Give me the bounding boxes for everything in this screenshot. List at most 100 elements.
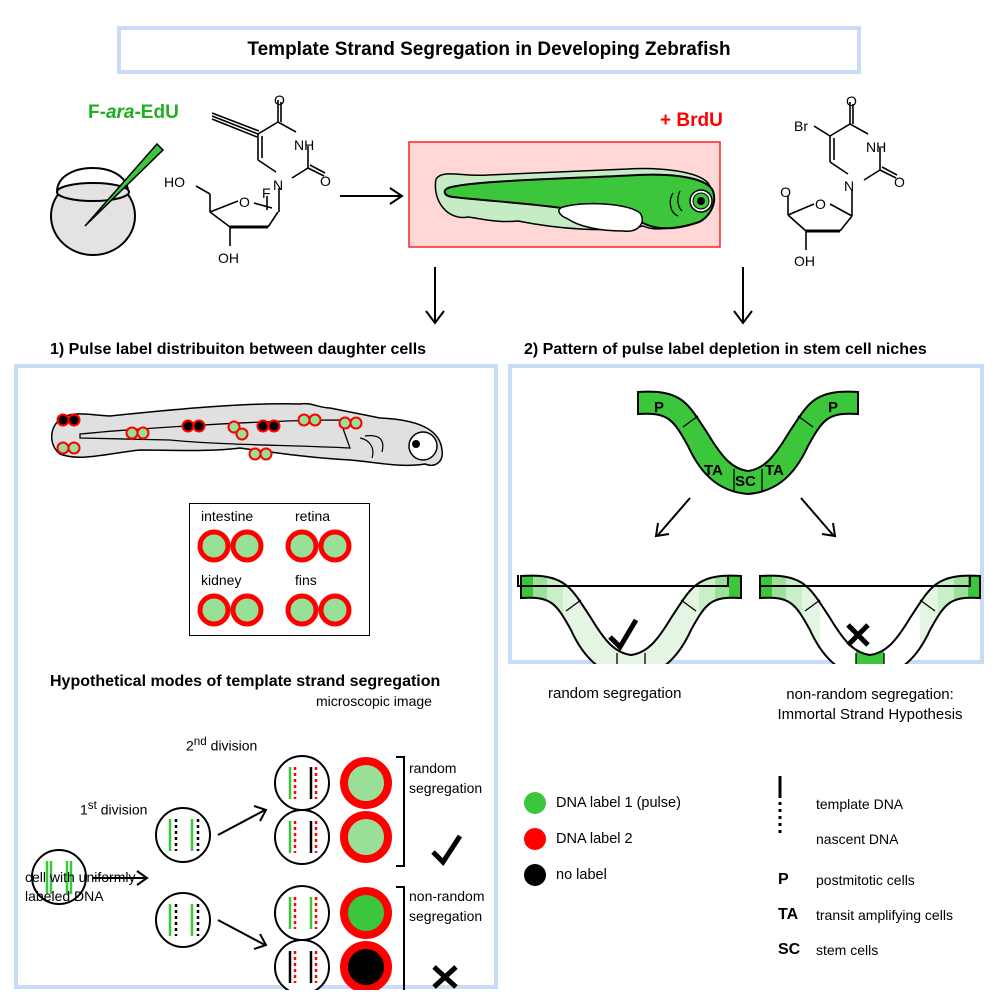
cell: [274, 755, 330, 811]
edu-label-prefix: F-: [88, 102, 106, 123]
niche-segment: [954, 575, 968, 664]
division-arrows: [93, 805, 268, 950]
legend-item-label1: DNA label 1 (pulse): [524, 785, 681, 821]
legend-label: DNA label 2: [556, 831, 633, 847]
legend-label: no label: [556, 867, 607, 883]
niche-segment: [772, 575, 786, 664]
brdu-structure: Br O NH O N HO O OH: [780, 93, 905, 268]
niche-initial: P P TA SC TA: [637, 390, 859, 496]
abbr-meaning: postmitotic cells: [816, 871, 915, 888]
niche-segment: [521, 575, 533, 664]
labeled-cell: [56, 413, 70, 427]
svg-text:OH: OH: [218, 250, 239, 266]
random-caption: random segregation: [548, 685, 682, 702]
niche-nonrandom: [759, 574, 981, 664]
labeled-cell: [227, 420, 241, 434]
labeled-cell: [56, 441, 70, 455]
abbr: SC: [778, 940, 801, 958]
labeled-cell: [349, 416, 363, 430]
labeled-cell: [338, 416, 352, 430]
svg-text:Br: Br: [794, 118, 808, 134]
second-division-text: division: [206, 737, 258, 754]
nonrandom-caption: non-random segregation: Immortal Strand …: [770, 685, 970, 725]
daughter-cell: [285, 593, 319, 627]
red-dot-icon: [524, 828, 546, 850]
cross-icon: [432, 965, 458, 989]
svg-text:O: O: [894, 174, 905, 190]
microscopic-image-label: microscopic image: [316, 693, 432, 709]
tissue-cell-pair: [197, 593, 264, 627]
niche-segment: [533, 575, 547, 664]
brdu-label: + BrdU: [660, 110, 723, 131]
color-legend: DNA label 1 (pulse) DNA label 2 no label: [524, 785, 681, 893]
down-arrow-left-icon: [425, 267, 445, 325]
nonrandom-caption-line2: Immortal Strand Hypothesis: [777, 706, 963, 723]
niche-segment: [729, 575, 741, 664]
niche-segment: [820, 575, 920, 664]
tissue-cell-pair: [197, 529, 264, 563]
labeled-cell: [192, 419, 206, 433]
microscopic-cell: [340, 887, 392, 939]
initial-cell-label: cell with uniformly labeled DNA: [25, 868, 135, 906]
labeled-cell: [181, 419, 195, 433]
daughter-cell: [318, 529, 352, 563]
niche-label-ta-left: TA: [704, 462, 723, 479]
initial-cell-label-line1: cell with uniformly: [25, 869, 136, 885]
edu-label-suffix: -EdU: [134, 102, 179, 123]
figure-title: Template Strand Segregation in Developin…: [117, 26, 861, 74]
abbreviation-legend: P postmitotic cells TA transit amplifyin…: [778, 862, 953, 967]
abbr-row: P postmitotic cells: [778, 862, 953, 897]
green-labeled-larva: [434, 167, 716, 232]
egg-injection-illustration: [50, 142, 165, 256]
second-division-num: 2: [186, 737, 194, 754]
cell: [155, 892, 211, 948]
legend-item-label2: DNA label 2: [524, 821, 681, 857]
legend-label: DNA label 1 (pulse): [556, 795, 681, 811]
black-dot-icon: [524, 864, 546, 886]
labeled-cell: [259, 447, 273, 461]
larva-eye: [408, 431, 438, 461]
labeled-cell: [136, 426, 150, 440]
panel2-heading: 2) Pattern of pulse label depletion in s…: [524, 341, 927, 358]
second-division-label: 2nd division: [186, 735, 257, 754]
check-icon: [431, 834, 463, 866]
abbr: TA: [778, 905, 799, 923]
daughter-cell: [285, 529, 319, 563]
panel1-heading: 1) Pulse label distribuiton between daug…: [50, 341, 427, 358]
daughter-cell: [197, 529, 231, 563]
edu-label: F-ara-EdU: [88, 102, 179, 124]
tissue-label: retina: [295, 508, 331, 524]
nonrandom-label-line1: non-random: [409, 888, 485, 904]
first-division-num: 1: [80, 801, 88, 818]
abbr-meaning: stem cells: [816, 941, 879, 958]
tissue-box: [189, 503, 370, 636]
edu-label-italic: ara: [105, 102, 135, 123]
niche-label-ta-right: TA: [765, 462, 784, 479]
nonrandom-segregation-label: non-random segregation: [409, 886, 485, 926]
labeled-cell: [235, 427, 249, 441]
svg-text:OH: OH: [794, 253, 815, 268]
tissue-cell-pair: [285, 529, 352, 563]
svg-text:HO: HO: [780, 184, 791, 200]
svg-text:N: N: [273, 177, 283, 193]
random-segregation-label: random segregation: [409, 758, 482, 798]
svg-text:O: O: [846, 93, 857, 109]
cross-icon: [846, 623, 870, 647]
second-division-sup: nd: [193, 735, 207, 748]
labeled-cell: [297, 413, 311, 427]
result-brackets: [396, 756, 405, 990]
tissue-label: fins: [295, 572, 317, 588]
labeled-cell: [256, 419, 270, 433]
svg-text:O: O: [274, 92, 285, 108]
green-dot-icon: [524, 792, 546, 814]
tissue-label: intestine: [201, 508, 254, 524]
microscopic-cell: [340, 811, 392, 863]
nonrandom-caption-line1: non-random segregation:: [786, 686, 954, 703]
svg-text:N: N: [844, 178, 854, 194]
svg-text:O: O: [815, 196, 826, 212]
needle-icon: [84, 142, 165, 227]
cell: [31, 849, 87, 905]
microscopic-cell: [340, 941, 392, 990]
svg-text:NH: NH: [294, 137, 314, 153]
labeled-cell: [248, 447, 262, 461]
